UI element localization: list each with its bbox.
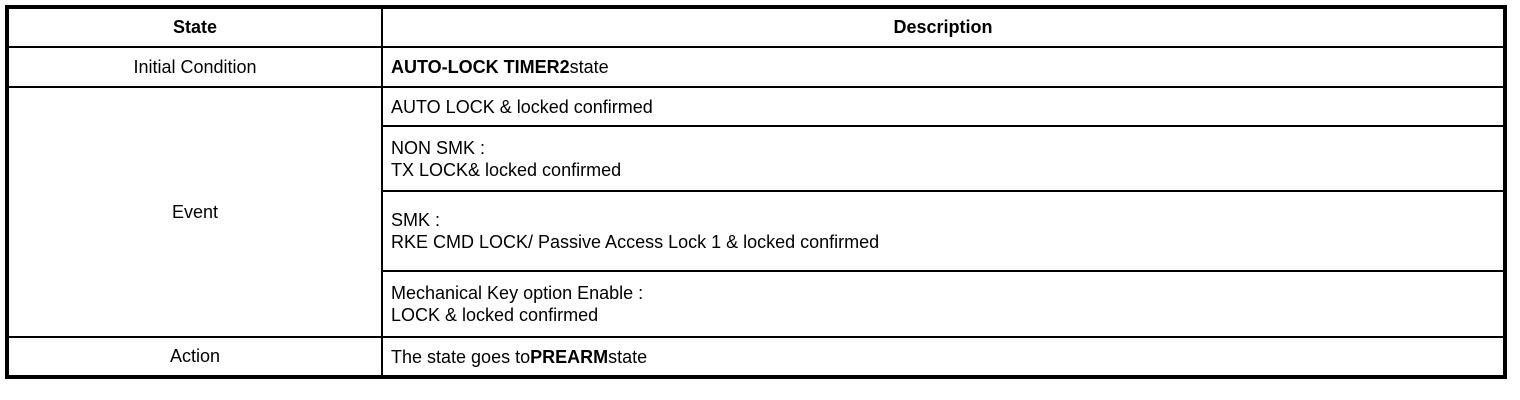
action-description-prefix: The state goes to [391, 346, 531, 367]
event-item-auto-lock-line1: AUTO LOCK & locked confirmed [391, 96, 653, 117]
row-event-mechanical-key: Mechanical Key option Enable : LOCK & lo… [7, 270, 1506, 338]
event-item-non-smk: NON SMK : TX LOCK& locked confirmed [381, 125, 1506, 192]
initial-condition-description-rest: state [569, 57, 609, 77]
action-target-state-name: PREARM [530, 346, 609, 367]
initial-condition-state-name: AUTO-LOCK TIMER2 [391, 57, 570, 77]
table-header-row: State Description [6, 6, 1506, 48]
event-item-mechanical-key-line1: Mechanical Key option Enable : [391, 283, 644, 303]
event-item-non-smk-line1: NON SMK : [391, 137, 486, 158]
row-event-auto-lock: Event AUTO LOCK & locked confirmed [6, 86, 1506, 338]
event-item-smk-line2: RKE CMD LOCK/ Passive Access Lock 1 & lo… [391, 232, 880, 252]
event-item-mechanical-key: Mechanical Key option Enable : LOCK & lo… [381, 270, 1506, 338]
event-item-auto-lock: AUTO LOCK & locked confirmed [381, 86, 1506, 127]
row-event-smk: SMK : RKE CMD LOCK/ Passive Access Lock … [7, 190, 1506, 272]
event-item-smk-line1: SMK : [391, 210, 441, 230]
row-action: Action The state goes toPREARMstate [6, 336, 1506, 378]
initial-condition-label: Initial Condition [6, 46, 383, 88]
row-event-non-smk: NON SMK : TX LOCK& locked confirmed [7, 125, 1506, 192]
state-description-table: State Description Initial Condition AUTO… [5, 5, 1507, 379]
event-item-non-smk-line2: TX LOCK& locked confirmed [391, 159, 622, 180]
column-header-description: Description [381, 6, 1506, 48]
initial-condition-description: AUTO-LOCK TIMER2state [381, 46, 1506, 88]
event-item-mechanical-key-line2: LOCK & locked confirmed [391, 305, 599, 325]
action-description-suffix: state [608, 346, 648, 367]
action-label: Action [6, 336, 383, 378]
column-header-state: State [6, 6, 383, 48]
event-item-smk: SMK : RKE CMD LOCK/ Passive Access Lock … [381, 190, 1506, 272]
action-description: The state goes toPREARMstate [381, 336, 1506, 378]
row-initial-condition: Initial Condition AUTO-LOCK TIMER2state [6, 46, 1506, 88]
event-label: Event [6, 86, 383, 338]
